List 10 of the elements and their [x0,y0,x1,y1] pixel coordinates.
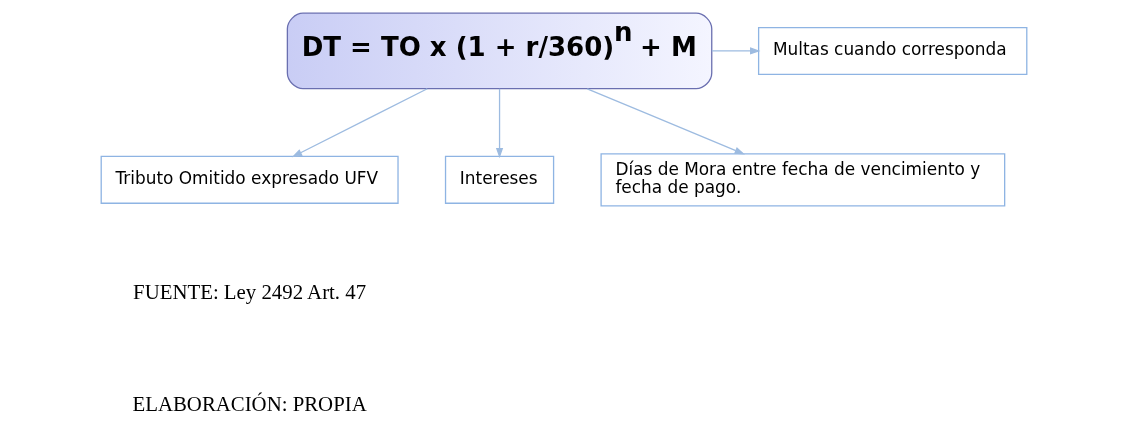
label: FUENTE: Ley 2492 Art. 47 [132,280,366,305]
node-box: Tributo Omitido expresado UFV [100,155,399,204]
arrow [586,88,745,155]
arrow [291,88,428,158]
node-box: Días de Mora entre fecha de vencimiento y fecha de pago. [599,153,1005,207]
node-box: Intereses [444,155,554,204]
label: ELABORACIÓN: PROPIA [132,392,367,417]
node-box: Multas cuando corresponda [757,26,1027,76]
arrow [710,47,760,55]
arrow [495,88,503,159]
